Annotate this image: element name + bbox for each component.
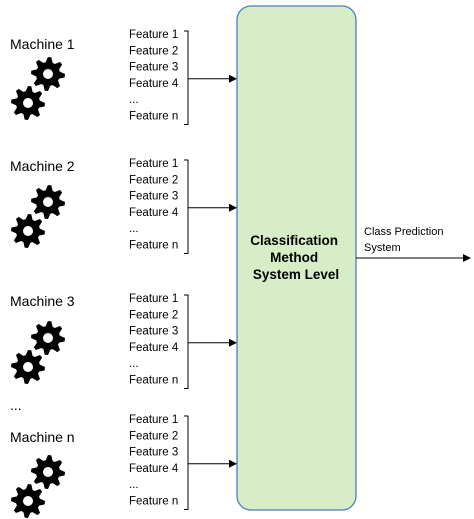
feature-label: Feature 4 bbox=[129, 207, 179, 219]
feature-label: Feature 4 bbox=[129, 463, 179, 475]
machine-label: Machine n bbox=[10, 429, 75, 445]
machines-ellipsis: ... bbox=[10, 397, 22, 413]
classification-label: Classification Method System Level bbox=[250, 233, 342, 282]
feature-label: Feature 3 bbox=[129, 447, 178, 459]
output-label: Class Prediction System bbox=[364, 226, 447, 254]
gears-icon bbox=[11, 57, 65, 120]
feature-label: Feature 4 bbox=[129, 78, 179, 90]
machine-label: Machine 3 bbox=[10, 293, 75, 309]
feature-label: Feature 3 bbox=[129, 191, 178, 203]
feature-label: Feature 1 bbox=[129, 293, 178, 305]
feature-bracket bbox=[184, 415, 189, 510]
feature-label: Feature 2 bbox=[129, 45, 178, 57]
classification-label-line: Method bbox=[270, 250, 318, 265]
feature-label: Feature 1 bbox=[129, 414, 178, 426]
feature-label: ... bbox=[129, 358, 139, 370]
machine-group: Machine 3 Feature 1 Feature 2 Feature 3 Feat… bbox=[10, 293, 237, 389]
output-label-line: Class Prediction bbox=[364, 226, 443, 238]
gears-icon bbox=[11, 185, 65, 248]
feature-label: Feature 3 bbox=[129, 62, 178, 74]
feature-bracket bbox=[184, 30, 189, 125]
machine-group: Machine 2 Feature 1 Feature 2 Feature 3 Feat… bbox=[10, 158, 237, 254]
feature-label: ... bbox=[129, 223, 139, 235]
feature-label: Feature 1 bbox=[129, 158, 178, 170]
feature-bracket bbox=[184, 294, 189, 389]
feature-label: Feature n bbox=[129, 496, 178, 508]
feature-label: Feature 1 bbox=[129, 29, 178, 41]
feature-label: Feature 2 bbox=[129, 430, 178, 442]
feature-label: Feature 2 bbox=[129, 174, 178, 186]
gears-icon bbox=[11, 455, 65, 518]
feature-bracket bbox=[184, 159, 189, 254]
feature-label: ... bbox=[129, 479, 139, 491]
classification-label-line: System Level bbox=[253, 267, 339, 282]
machine-label: Machine 2 bbox=[10, 158, 75, 174]
feature-label: Feature n bbox=[129, 375, 178, 387]
classification-label-line: Classification bbox=[250, 233, 338, 248]
feature-label: Feature n bbox=[129, 111, 178, 123]
machine-group: Machine n Feature 1 Feature 2 Feature 3 Feat… bbox=[10, 414, 237, 518]
feature-label: Feature 2 bbox=[129, 309, 178, 321]
feature-label: Feature n bbox=[129, 240, 178, 252]
feature-label: ... bbox=[129, 94, 139, 106]
machine-label: Machine 1 bbox=[10, 36, 75, 52]
machine-group: Machine 1 Feature 1 Feature 2 Feature 3 Feat… bbox=[10, 29, 237, 125]
feature-label: Feature 4 bbox=[129, 342, 179, 354]
feature-label: Feature 3 bbox=[129, 326, 178, 338]
output-label-line: System bbox=[364, 242, 401, 254]
gears-icon bbox=[11, 321, 65, 384]
